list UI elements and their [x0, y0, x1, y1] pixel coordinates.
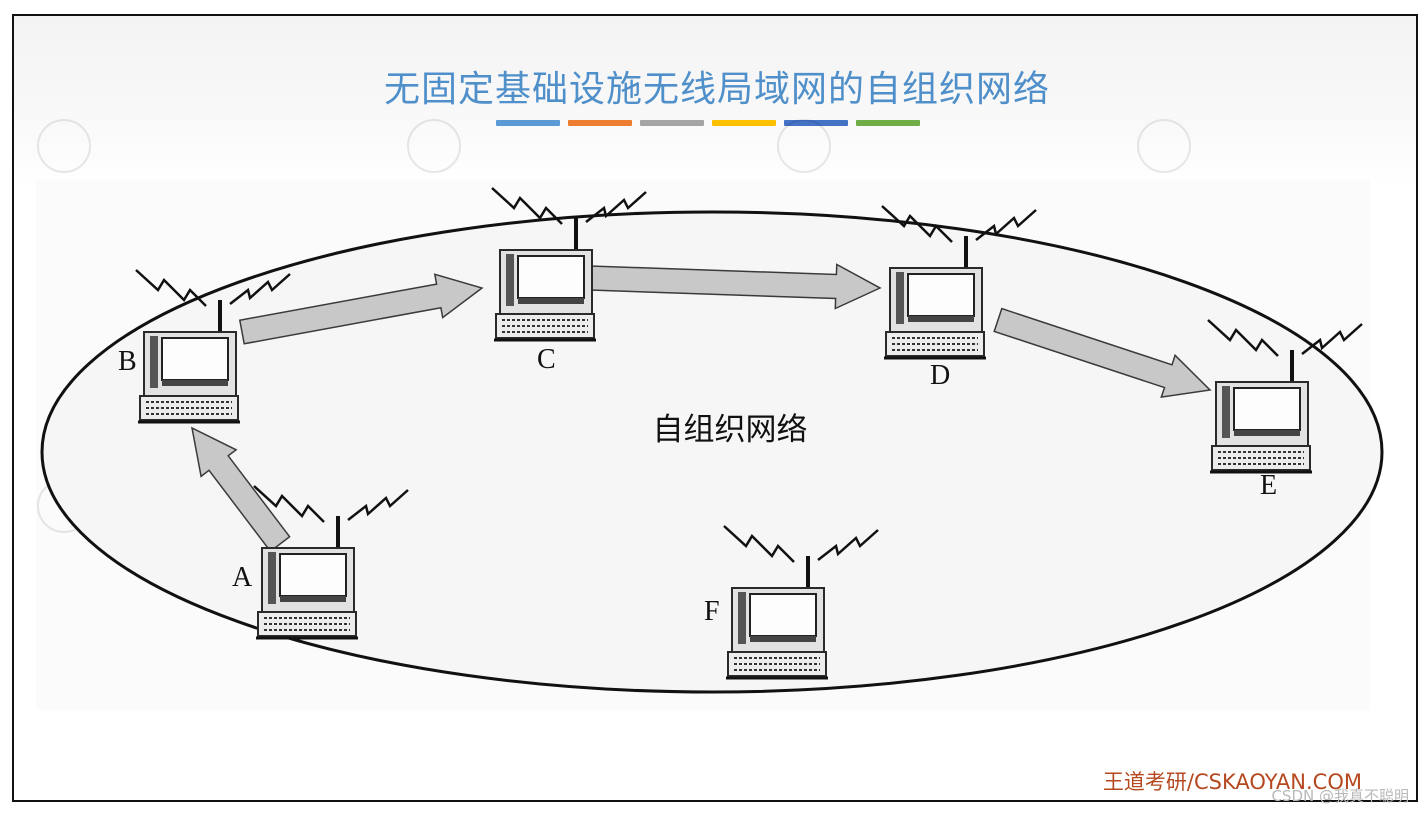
title-bar-1 — [496, 120, 560, 126]
packet-forwarding-arrows — [190, 263, 1212, 553]
wireless-nodes: A B C D E F — [118, 186, 1364, 680]
slide-title: 无固定基础设施无线局域网的自组织网络 — [383, 69, 1050, 110]
laptop-icon — [882, 266, 988, 360]
laptop-icon — [1208, 380, 1314, 474]
arrow-b-to-c — [238, 273, 484, 345]
footer-credit: 王道考研/CSKAOYAN.COM — [1102, 770, 1362, 794]
laptop-icon — [136, 330, 242, 424]
node-c: C — [490, 186, 648, 375]
title-bar-6 — [856, 120, 920, 126]
node-label-d: D — [930, 360, 950, 391]
slide-frame: 无固定基础设施无线局域网的自组织网络 — [12, 14, 1418, 802]
arrow-a-to-b — [190, 426, 291, 553]
slide-header-background — [14, 16, 1416, 186]
arrow-c-to-d — [588, 263, 882, 310]
laptop-icon — [254, 546, 360, 640]
node-label-b: B — [118, 346, 137, 377]
node-e: E — [1206, 318, 1364, 501]
node-a: A — [232, 484, 410, 640]
laptop-icon — [492, 248, 598, 342]
title-bar-4 — [712, 120, 776, 126]
network-label: 自组织网络 — [653, 412, 808, 448]
arrow-d-to-e — [993, 307, 1212, 399]
node-label-a: A — [232, 562, 253, 593]
node-label-c: C — [537, 344, 556, 375]
node-b: B — [118, 268, 292, 424]
node-f: F — [704, 524, 880, 680]
csdn-watermark: CSDN @我真不聪明 — [1271, 787, 1409, 805]
title-bar-3 — [640, 120, 704, 126]
adhoc-network-diagram: A B C D E F 自组织网络 — [36, 119, 1384, 710]
node-label-f: F — [704, 596, 720, 627]
node-d: D — [880, 204, 1038, 391]
laptop-icon — [724, 586, 830, 680]
node-label-e: E — [1260, 470, 1277, 501]
title-bar-5 — [784, 120, 848, 126]
title-bar-2 — [568, 120, 632, 126]
